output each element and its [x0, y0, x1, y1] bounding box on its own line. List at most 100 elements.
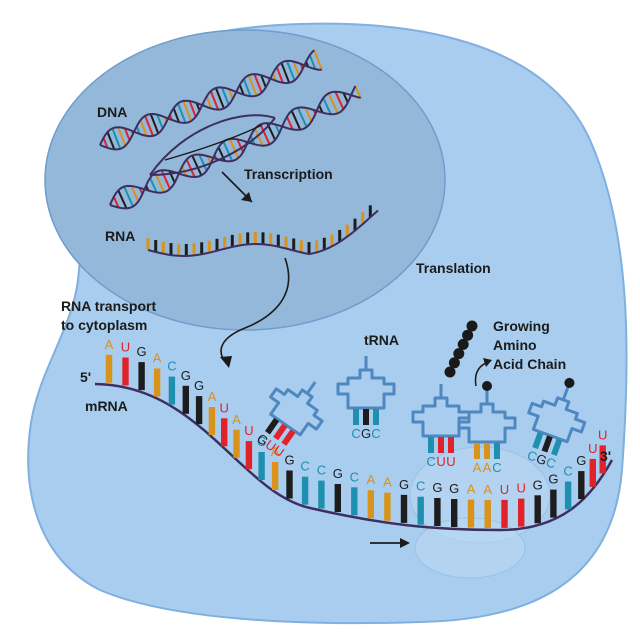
dna-base-pair: [280, 62, 291, 84]
trna-anticodon-base: [353, 409, 359, 425]
dna-base-pair: [205, 96, 213, 109]
mrna-base: [138, 362, 145, 391]
dna-base-pair: [149, 177, 158, 193]
trna-acceptor-stem: [561, 386, 570, 401]
dna-base-pair: [123, 186, 135, 207]
label-trna: tRNA: [364, 332, 399, 348]
mrna-backbone: [94, 382, 614, 532]
dna-base-pair: [228, 138, 240, 159]
mrna-base: [417, 496, 424, 525]
mrna-base-letter: A: [366, 472, 375, 487]
dna-base-pair: [327, 92, 339, 114]
mrna-base: [501, 499, 508, 528]
mrna-base-letter: U: [588, 441, 597, 456]
mrna-base-letter: C: [167, 359, 176, 374]
mrna-base-letter: A: [383, 475, 392, 490]
dna-base-pair: [318, 104, 324, 114]
dna-base-pair: [117, 189, 128, 209]
trna-anticodon-letter: A: [483, 460, 492, 475]
dna-base-pair: [247, 74, 258, 97]
amino-chain-arrow: [474, 358, 492, 387]
mrna-base: [351, 487, 358, 516]
dna-base-pair: [188, 100, 197, 118]
dna-base-pair: [106, 131, 116, 150]
dna-open-strand: [149, 117, 276, 176]
trna-anticodon-letter: C: [351, 426, 360, 441]
mrna-base: [534, 495, 541, 524]
mrna-base-letter: C: [416, 479, 425, 494]
label-three-prime: 3': [600, 448, 611, 464]
amino-acid: [462, 329, 474, 341]
dna-base-pair: [117, 126, 127, 147]
trna-anticodon-base: [373, 409, 379, 425]
mrna-base: [318, 480, 325, 509]
trna-anticodon-base: [551, 438, 563, 456]
trna-anticodon-letter: U: [446, 454, 455, 469]
trna-body: [336, 368, 396, 410]
trna-anticodon-letter: A: [473, 460, 482, 475]
mrna-base: [484, 499, 491, 528]
dna-base-pair: [112, 196, 120, 208]
dna-base-pair: [221, 87, 230, 106]
dna-base-pair: [296, 107, 308, 128]
mrna-base-letter: G: [432, 480, 442, 495]
dna-base-pair: [334, 91, 345, 110]
dna-base-pair: [342, 92, 349, 103]
mrna-base-letter: A: [153, 351, 162, 366]
mrna-base: [518, 498, 525, 527]
dna-base-pair: [285, 116, 294, 130]
dna-helix-upper: [99, 49, 323, 151]
dna-base-pair: [354, 85, 362, 99]
mrna-base-letter: C: [350, 469, 359, 484]
trna-body: [411, 396, 471, 438]
mrna-base-letter: C: [317, 463, 326, 478]
dna-backbone: [99, 49, 315, 146]
dna-base-pair: [209, 90, 220, 110]
dna-base-pair: [102, 137, 109, 149]
mrna-base-letter: U: [244, 423, 253, 438]
mrna-base: [153, 368, 161, 397]
dna-base-pair: [156, 114, 164, 129]
trna-anticodon-base: [484, 443, 490, 459]
mrna-base: [221, 418, 228, 447]
dna-base-pair: [123, 128, 131, 141]
dna-base-pair: [172, 107, 180, 123]
mrna-base-letter: G: [576, 453, 586, 468]
trna-anticodon-letter: G: [534, 451, 549, 469]
dna-base-pair: [160, 169, 171, 190]
label-rna: RNA: [105, 228, 135, 244]
dna-base-pair: [222, 141, 234, 162]
mrna-base: [589, 458, 596, 487]
label-acid-chain: Acid Chain: [493, 356, 566, 372]
dna-base-pair: [191, 155, 203, 176]
mrna-base-letter: U: [598, 427, 607, 442]
trna-anticodon-base: [494, 443, 500, 459]
trna-anticodon-base: [532, 432, 544, 450]
label-growing: Growing: [493, 318, 550, 334]
dna-base-pair: [214, 87, 225, 109]
dna-base-pair: [322, 97, 332, 115]
mrna-base: [578, 471, 585, 500]
mrna-base: [467, 499, 475, 528]
mrna-base-letter: U: [500, 482, 509, 497]
dna-base-pair: [304, 107, 313, 122]
label-rna-transport-line2: to cytoplasm: [61, 317, 147, 333]
dna-base-pair: [236, 138, 245, 153]
mrna-base: [105, 354, 113, 383]
dna-base-pair: [285, 60, 296, 81]
dna-base-pair: [238, 84, 245, 96]
amino-acid: [466, 320, 478, 332]
mrna-base-letter: G: [137, 344, 147, 359]
mrna-base: [271, 462, 279, 490]
trna-anticodon-base: [438, 437, 444, 453]
dna-base-pair: [144, 115, 154, 137]
trna-molecule: GUU: [254, 381, 324, 460]
mrna-base-letter: A: [105, 337, 114, 352]
mrna-base: [599, 445, 606, 474]
mrna-base-letter: A: [232, 412, 241, 427]
amino-acid: [453, 348, 465, 360]
dna-base-pair: [149, 113, 160, 134]
